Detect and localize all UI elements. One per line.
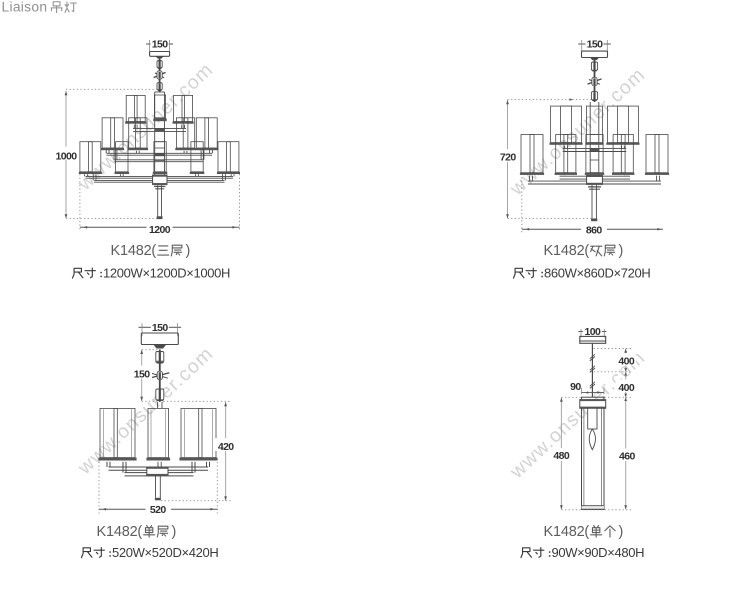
svg-text:K1482(: K1482(: [111, 243, 157, 259]
svg-text:860: 860: [586, 224, 602, 236]
svg-text:420: 420: [218, 441, 234, 453]
svg-text:K1482(: K1482(: [544, 243, 590, 259]
svg-text:400: 400: [618, 356, 634, 368]
svg-text:100: 100: [585, 326, 601, 338]
svg-text:1000: 1000: [56, 151, 78, 163]
svg-text:150: 150: [152, 39, 168, 51]
svg-text:150: 150: [134, 368, 150, 380]
svg-text:860W×860D×720H: 860W×860D×720H: [544, 266, 650, 281]
svg-text:480: 480: [553, 450, 569, 462]
svg-text:150: 150: [587, 39, 603, 51]
svg-text:): ): [186, 243, 191, 259]
svg-text:150: 150: [152, 322, 168, 334]
svg-text:90W×90D×480H: 90W×90D×480H: [552, 545, 645, 560]
svg-text:K1482(: K1482(: [97, 524, 143, 540]
svg-text:1200W×1200D×1000H: 1200W×1200D×1000H: [103, 266, 230, 281]
svg-text:): ): [619, 243, 624, 259]
svg-text:400: 400: [618, 382, 634, 394]
svg-text:Liaison: Liaison: [2, 0, 48, 15]
svg-text:K1482(: K1482(: [544, 524, 590, 540]
svg-text:720: 720: [500, 152, 516, 164]
svg-text:460: 460: [619, 451, 635, 463]
svg-text:90: 90: [570, 381, 581, 393]
svg-text:520W×520D×420H: 520W×520D×420H: [112, 545, 218, 560]
svg-text:1200: 1200: [149, 224, 171, 236]
svg-text:): ): [619, 524, 624, 540]
svg-text:): ): [172, 524, 177, 540]
svg-text:520: 520: [150, 504, 166, 516]
